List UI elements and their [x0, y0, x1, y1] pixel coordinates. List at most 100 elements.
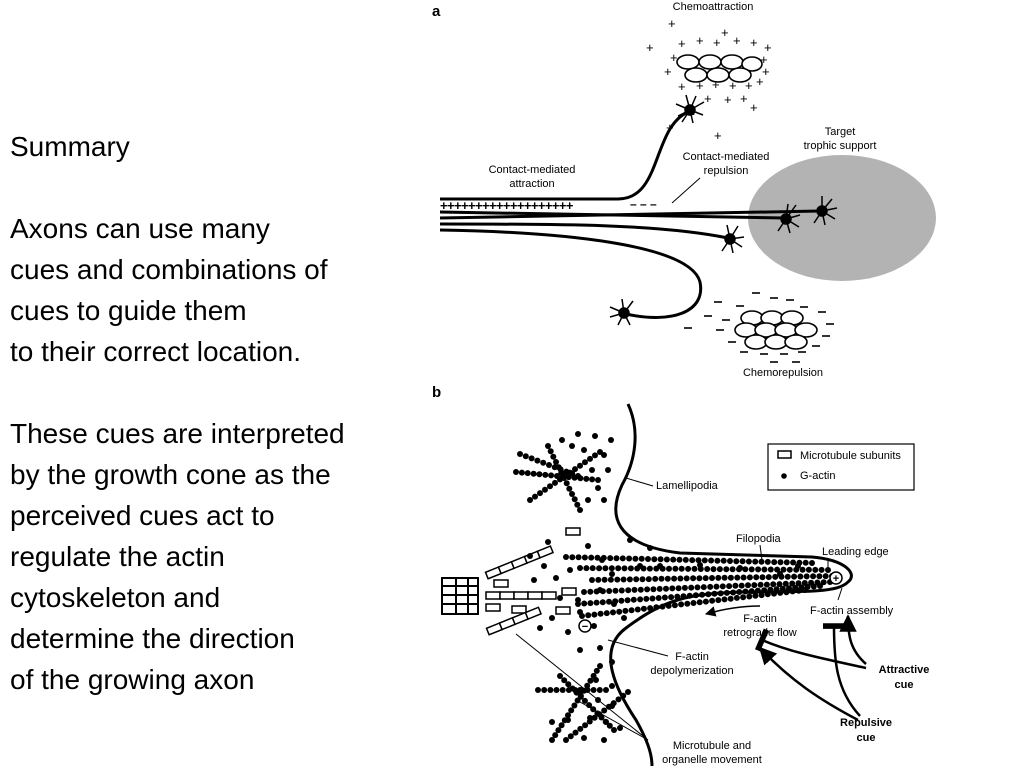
actin-bead: [663, 585, 669, 592]
actin-bead: [542, 471, 549, 478]
summary-para2-line: These cues are interpreted: [10, 418, 345, 449]
actin-bead: [618, 597, 625, 604]
actin-bead: [626, 576, 633, 583]
growth-cone-chemoattraction: [675, 94, 705, 124]
target-label-line2: trophic support: [804, 140, 877, 152]
actin-bead: [817, 583, 823, 589]
actin-bead: [590, 687, 597, 693]
actin-bead: [655, 595, 662, 601]
actin-bead: [784, 573, 791, 580]
actin-bead: [592, 452, 598, 459]
actin-bead: [791, 573, 798, 580]
summary-para2-line: cytoskeleton and: [10, 582, 221, 613]
actin-bead: [675, 585, 682, 592]
actin-bead: [608, 565, 615, 572]
actin-bead: [810, 573, 817, 580]
actin-bead: [589, 577, 595, 583]
actin-bead: [740, 594, 747, 601]
actin-bead: [685, 565, 692, 572]
retrograde-flow-arrow: [704, 605, 761, 617]
actin-bead: [716, 566, 723, 573]
plus-end-marker: [829, 571, 843, 585]
summary-para1-line: to their correct location.: [10, 336, 302, 367]
actin-bead: [734, 574, 741, 581]
actin-bead: [701, 557, 708, 564]
actin-bead: [719, 583, 726, 590]
actin-bead: [733, 594, 740, 601]
actin-bead: [715, 574, 722, 581]
actin-bead: [702, 598, 709, 605]
actin-bead: [569, 470, 576, 477]
actin-bead: [577, 462, 583, 469]
contact-repulsion-label-line1: Contact-mediated: [683, 151, 770, 163]
actin-bead: [631, 586, 638, 593]
actin-bead: [805, 566, 812, 573]
actin-bead: [557, 673, 563, 679]
actin-bead: [772, 573, 779, 580]
actin-bead: [732, 582, 739, 589]
actin-bead: [729, 566, 736, 573]
actin-bead: [820, 579, 827, 586]
actin-bead: [587, 677, 594, 684]
growth-cone-outline: [609, 403, 853, 767]
actin-bead: [628, 607, 635, 614]
actin-bead: [683, 575, 690, 582]
actin-bead: [557, 466, 564, 473]
actin-bead: [646, 565, 653, 572]
actin-bead: [809, 560, 815, 566]
chemorepellent-cells: [734, 310, 818, 350]
actin-bead: [581, 554, 588, 561]
actin-bead: [816, 573, 823, 580]
actin-bead: [694, 584, 701, 591]
actin-bead: [651, 556, 658, 563]
actin-bead: [572, 729, 579, 736]
svg-text:+: +: [664, 64, 672, 79]
growth-cone-target-1: [777, 203, 801, 234]
actin-bead: [569, 685, 576, 692]
actin-bead: [527, 497, 533, 503]
actin-bead: [657, 556, 664, 563]
summary-para2-line: of the growing axon: [10, 664, 255, 695]
microtubule-legend-icon: [777, 450, 792, 459]
actin-bead: [637, 586, 644, 593]
actin-bead: [581, 697, 588, 704]
plus-end-symbol: +: [833, 573, 839, 585]
contact-repulsion-minus-row: – – –: [630, 197, 657, 211]
svg-text:+: +: [729, 78, 737, 93]
actin-bead: [616, 608, 623, 615]
svg-text:+: +: [646, 40, 654, 55]
actin-bead: [571, 702, 578, 709]
actin-bead: [589, 476, 596, 483]
actin-bead: [545, 443, 551, 449]
actin-bead: [550, 453, 557, 460]
svg-text:+: +: [678, 79, 686, 94]
svg-text:+: +: [721, 25, 729, 40]
actin-bead: [639, 576, 646, 583]
actin-bead: [625, 587, 632, 594]
depolymerization-label-line2: depolymerization: [650, 665, 733, 677]
actin-bead: [619, 555, 626, 562]
microtubule-filaments: [484, 527, 581, 636]
actin-bead: [677, 575, 684, 582]
actin-bead: [613, 555, 620, 562]
svg-text:+: +: [668, 16, 676, 31]
actin-bead: [696, 599, 703, 606]
depolymerization-label-line1: F-actin: [675, 651, 709, 663]
contact-repulsion-label-line2: repulsion: [704, 165, 749, 177]
actin-bead: [668, 594, 675, 601]
actin-bead: [637, 596, 644, 603]
actin-bead: [770, 581, 777, 588]
actin-bead: [569, 491, 575, 497]
actin-bead: [738, 582, 745, 589]
actin-bead: [540, 459, 547, 466]
summary-text: Summary Axons can use many cues and comb…: [10, 126, 430, 700]
actin-bead: [551, 464, 558, 471]
actin-bead: [795, 587, 802, 594]
actin-bead: [650, 586, 657, 593]
actin-bead: [686, 592, 693, 599]
actin-bead: [638, 555, 645, 562]
svg-text:+: +: [714, 128, 722, 143]
actin-bead: [632, 555, 639, 562]
legend-gactin-label: G-actin: [800, 470, 835, 482]
actin-bead: [786, 566, 793, 573]
